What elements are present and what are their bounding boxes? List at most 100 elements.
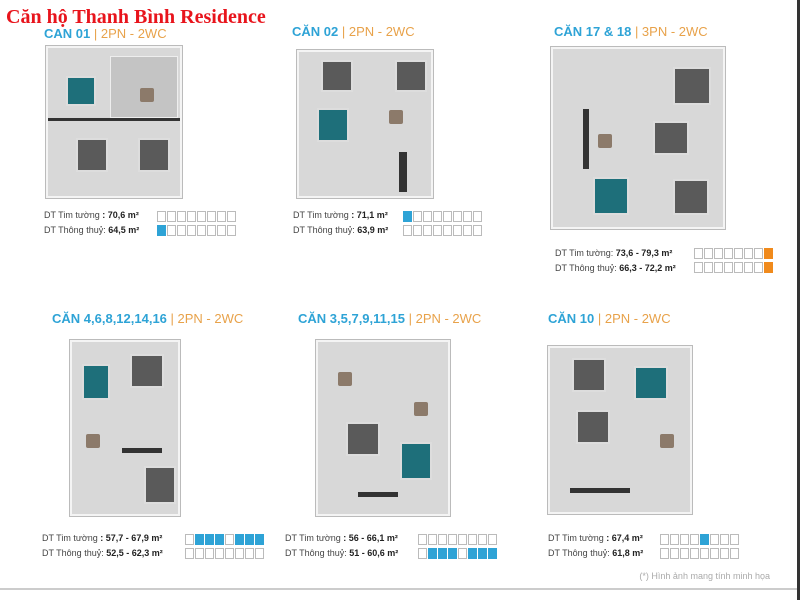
unit-type: | 2PN - 2WC: [170, 311, 244, 326]
unit-cell: [764, 248, 773, 259]
unit-cell: [448, 548, 457, 559]
unit-cell: [185, 534, 194, 545]
unit-cell: [700, 548, 709, 559]
unit-cell: [195, 534, 204, 545]
unit-cell: [205, 534, 214, 545]
floor-plan-image: [548, 346, 692, 514]
unit-area-info: DT Tim tường : 67,4 m² DT Thông thuỷ: 61…: [548, 531, 643, 561]
unit-cell: [197, 225, 206, 236]
unit-type: | 2PN - 2WC: [93, 26, 167, 41]
unit-cell: [235, 548, 244, 559]
clear-area-value: 51 - 60,6 m²: [349, 548, 399, 558]
wall-area-value: : 71,1 m²: [351, 210, 388, 220]
unit-location-diagram: [694, 248, 773, 259]
bottom-divider: [0, 588, 800, 590]
unit-cell: [724, 248, 733, 259]
unit-cell: [227, 211, 236, 222]
unit-cell: [704, 262, 713, 273]
wall-area-value: : 70,6 m²: [102, 210, 139, 220]
unit-area-info: DT Tim tường : 70,6 m² DT Thông thuỷ: 64…: [44, 208, 139, 238]
unit-cell: [714, 248, 723, 259]
unit-cell: [704, 248, 713, 259]
unit-heading: CĂN 01 | 2PN - 2WC: [44, 26, 167, 41]
unit-cell: [418, 548, 427, 559]
unit-cell: [207, 225, 216, 236]
unit-cell: [443, 211, 452, 222]
wall-area-label: DT Tim tường: [44, 210, 100, 220]
unit-name: CĂN 4,6,8,12,14,16: [52, 311, 167, 326]
floor-plan-image: [70, 340, 180, 516]
unit-cell: [478, 548, 487, 559]
unit-area-info: DT Tim tường : 57,7 - 67,9 m² DT Thông t…: [42, 531, 163, 561]
unit-cell: [235, 534, 244, 545]
unit-cell: [157, 225, 166, 236]
wall-area-label: DT Tim tường: [42, 533, 98, 543]
unit-cell: [734, 248, 743, 259]
unit-cell: [433, 211, 442, 222]
unit-location-diagram: [403, 225, 482, 236]
unit-cell: [225, 534, 234, 545]
unit-heading: CĂN 17 & 18 | 3PN - 2WC: [554, 24, 708, 39]
wall-area-label: DT Tim tường: [293, 210, 349, 220]
unit-heading: CĂN 10 | 2PN - 2WC: [548, 311, 671, 326]
unit-cell: [187, 225, 196, 236]
unit-cell: [754, 248, 763, 259]
unit-name: CĂN 17 & 18: [554, 24, 632, 39]
unit-cell: [744, 248, 753, 259]
unit-name: CĂN 10: [548, 311, 595, 326]
unit-cell: [177, 211, 186, 222]
unit-type: | 3PN - 2WC: [634, 24, 708, 39]
clear-area-label: DT Thông thuỷ:: [44, 225, 106, 235]
clear-area-label: DT Thông thuỷ:: [555, 263, 617, 273]
unit-cell: [418, 534, 427, 545]
unit-location-diagram: [694, 262, 773, 273]
clear-area-value: 63,9 m²: [357, 225, 389, 235]
unit-cell: [754, 262, 763, 273]
unit-cell: [453, 225, 462, 236]
clear-area-value: 61,8 m²: [612, 548, 644, 558]
clear-area-value: 52,5 - 62,3 m²: [106, 548, 163, 558]
unit-cell: [215, 548, 224, 559]
unit-cell: [413, 225, 422, 236]
unit-heading: CĂN 4,6,8,12,14,16 | 2PN - 2WC: [52, 311, 243, 326]
unit-location-diagram: [185, 548, 264, 559]
wall-area-label: DT Tim tường: [548, 533, 604, 543]
unit-name: CĂN 3,5,7,9,11,15: [298, 311, 405, 326]
unit-name: CĂN 02: [292, 24, 339, 39]
unit-cell: [177, 225, 186, 236]
unit-cell: [734, 262, 743, 273]
unit-cell: [403, 225, 412, 236]
unit-heading: CĂN 02 | 2PN - 2WC: [292, 24, 415, 39]
unit-location-diagram: [403, 211, 482, 222]
unit-location-diagram: [185, 534, 264, 545]
unit-cell: [245, 534, 254, 545]
unit-cell: [488, 548, 497, 559]
unit-cell: [720, 548, 729, 559]
unit-name: CĂN 01: [44, 26, 91, 41]
clear-area-label: DT Thông thuỷ:: [42, 548, 104, 558]
floor-plan-image: [46, 46, 182, 198]
unit-cell: [714, 262, 723, 273]
page-title: Căn hộ Thanh Bình Residence: [6, 6, 270, 29]
unit-cell: [207, 211, 216, 222]
unit-cell: [453, 211, 462, 222]
unit-cell: [458, 534, 467, 545]
unit-cell: [217, 211, 226, 222]
unit-cell: [205, 548, 214, 559]
unit-area-info: DT Tim tường : 71,1 m² DT Thông thuỷ: 63…: [293, 208, 388, 238]
floor-plan-image: [297, 50, 433, 198]
wall-area-value: : 67,4 m²: [606, 533, 643, 543]
unit-location-diagram: [660, 534, 739, 545]
unit-cell: [724, 262, 733, 273]
floor-plan-image: [551, 47, 725, 229]
unit-heading: CĂN 3,5,7,9,11,15 | 2PN - 2WC: [298, 311, 481, 326]
unit-cell: [468, 548, 477, 559]
unit-cell: [700, 534, 709, 545]
unit-location-diagram: [418, 534, 497, 545]
unit-type: | 2PN - 2WC: [341, 24, 415, 39]
unit-cell: [403, 211, 412, 222]
unit-cell: [660, 534, 669, 545]
unit-cell: [680, 534, 689, 545]
unit-cell: [694, 248, 703, 259]
unit-cell: [227, 225, 236, 236]
